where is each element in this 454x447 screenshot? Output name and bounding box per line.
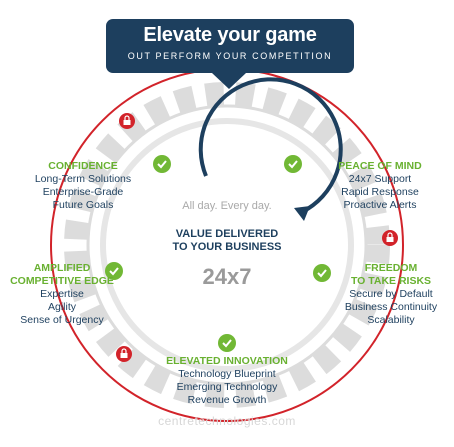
benefit-peace-of-mind: PEACE OF MIND 24x7 Support Rapid Respons… (318, 160, 442, 212)
benefit-title-line-1: AMPLIFIED (33, 262, 91, 274)
benefit-item: Technology Blueprint (178, 368, 276, 380)
benefit-title: PEACE OF MIND (338, 160, 422, 172)
lock-icon (382, 230, 398, 246)
benefit-item: Enterprise-Grade (42, 186, 124, 198)
benefit-freedom: FREEDOM TO TAKE RISKS Secure by Default … (330, 262, 452, 327)
benefit-item: Revenue Growth (187, 394, 267, 406)
benefit-item: Rapid Response (341, 186, 419, 198)
center-hours: 24x7 (202, 264, 252, 289)
watermark: centretechnologies.com (158, 414, 296, 428)
check-icon (153, 155, 171, 173)
benefit-item: Emerging Technology (176, 381, 278, 393)
benefit-item: Agility (47, 301, 76, 313)
lock-icon (119, 113, 135, 129)
banner-subtitle: OUT PERFORM YOUR COMPETITION (127, 51, 333, 61)
check-icon (284, 155, 302, 173)
benefit-item: 24x7 Support (348, 173, 412, 185)
check-icon (105, 262, 123, 280)
value-line-2: TO YOUR BUSINESS (172, 241, 282, 253)
benefit-title: CONFIDENCE (48, 160, 118, 172)
benefit-item: Sense of Urgency (20, 314, 104, 326)
cycle-arrowhead (294, 206, 310, 221)
benefit-item: Expertise (40, 288, 84, 300)
banner-pointer (212, 73, 246, 89)
benefit-item: Future Goals (52, 199, 114, 211)
benefit-item: Proactive Alerts (343, 199, 417, 211)
banner-title: Elevate your game (143, 24, 317, 46)
check-icon (313, 264, 331, 282)
gear-inner-ring (86, 104, 368, 386)
benefit-title: ELEVATED INNOVATION (166, 355, 288, 367)
center-value: VALUE DELIVERED TO YOUR BUSINESS (165, 228, 289, 254)
benefit-item: Scalability (367, 314, 415, 326)
check-icon (218, 334, 236, 352)
benefit-item: Long-Term Solutions (34, 173, 132, 185)
center-hub: All day. Every day. VALUE DELIVERED TO Y… (165, 200, 289, 290)
cycle-arc (198, 77, 343, 214)
benefit-title-line-2: TO TAKE RISKS (350, 275, 432, 287)
inner-light-ring (100, 118, 354, 372)
banner: Elevate your game OUT PERFORM YOUR COMPE… (106, 19, 354, 73)
benefit-item: Secure by Default (349, 288, 433, 300)
benefit-innovation: ELEVATED INNOVATION Technology Blueprint… (152, 355, 302, 407)
benefit-item: Business Continuity (344, 301, 438, 313)
benefit-title-line-1: FREEDOM (364, 262, 418, 274)
gear-band (64, 82, 390, 408)
value-line-1: VALUE DELIVERED (175, 228, 279, 240)
benefit-confidence: CONFIDENCE Long-Term Solutions Enterpris… (18, 160, 148, 212)
benefit-amplified-edge: AMPLIFIED COMPETITIVE EDGE Expertise Agi… (2, 262, 122, 327)
lock-icon (116, 346, 132, 362)
benefit-title-line-2: COMPETITIVE EDGE (10, 275, 114, 287)
center-tagline: All day. Every day. (182, 200, 272, 212)
